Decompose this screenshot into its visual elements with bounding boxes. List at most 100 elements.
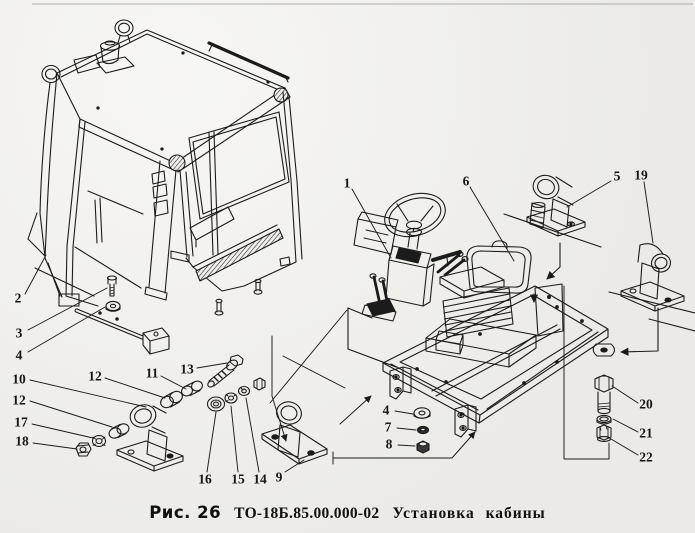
callout-10: 10 — [12, 371, 26, 387]
leader-line-3 — [27, 287, 108, 331]
callout-16: 16 — [198, 471, 212, 487]
callout-3: 3 — [15, 325, 23, 341]
roof-corner-cap — [168, 154, 186, 172]
nut-18 — [75, 442, 92, 457]
leader-line-7 — [396, 427, 417, 431]
control-levers — [361, 251, 469, 322]
bracket-5 — [503, 174, 602, 303]
seat-suspension-bellows — [442, 287, 514, 338]
bushing-12-front — [108, 423, 130, 439]
bushing-12-rear — [160, 390, 183, 409]
leader-line-9 — [284, 459, 305, 473]
shock-absorber — [529, 201, 546, 229]
mount-rod — [74, 308, 144, 340]
leader-line-19 — [643, 181, 654, 244]
small-box — [435, 330, 464, 355]
callout-13: 13 — [180, 361, 194, 377]
figure-number: Рис. 26 — [149, 503, 222, 522]
bolt-3 — [106, 275, 118, 297]
mirror-arm — [39, 82, 51, 214]
bolt-20 — [594, 374, 614, 415]
interior-panel — [189, 206, 235, 248]
column-boot — [395, 247, 422, 264]
callout-17: 17 — [14, 414, 28, 430]
figure-caption: Рис. 26 ТО-18Б.85.00.000-02 Установка ка… — [0, 503, 695, 523]
bracket-19 — [608, 243, 695, 356]
leader-line-22 — [610, 438, 639, 456]
platform-assembly — [347, 192, 616, 438]
callout-15: 15 — [231, 471, 245, 487]
mount-surface-line — [503, 213, 602, 248]
leader-line-10 — [29, 379, 147, 408]
callout-9: 9 — [275, 469, 283, 485]
callout-8: 8 — [385, 436, 393, 452]
callout-leader-lines — [24, 180, 654, 473]
instrument-panel — [353, 211, 399, 255]
leader-line-13 — [196, 362, 228, 369]
callout-11: 11 — [145, 365, 159, 381]
mount-surface-line — [608, 291, 695, 332]
seat-base-box — [425, 318, 537, 368]
cab-body — [27, 72, 303, 307]
leader-line-14 — [245, 397, 260, 473]
roof-corner-cap — [273, 87, 289, 103]
cab-roof — [56, 29, 291, 173]
spring-washer-14 — [237, 385, 251, 397]
leader-line-12 — [29, 400, 113, 428]
callout-4: 4 — [15, 347, 23, 363]
steering-column-console — [385, 227, 435, 307]
bracket-10 — [116, 404, 184, 472]
leader-line-5 — [566, 180, 612, 208]
callout-12: 12 — [12, 392, 26, 408]
figure-title: Установка кабины — [392, 505, 546, 522]
cab-assembly — [27, 19, 303, 355]
window-divider — [208, 131, 219, 256]
nut-8 — [416, 440, 430, 454]
leader-line-21 — [612, 418, 639, 433]
armrest — [431, 250, 462, 262]
leader-line-16 — [206, 411, 217, 473]
callout-7: 7 — [384, 419, 392, 435]
leader-line-1 — [351, 188, 392, 259]
washer-21 — [596, 414, 612, 425]
callout-5: 5 — [613, 168, 621, 184]
cab-mount-block — [142, 327, 170, 355]
leader-line-17 — [31, 423, 94, 439]
roof-beacon — [73, 40, 135, 74]
callout-6: 6 — [462, 173, 470, 189]
leader-line-4 — [394, 410, 414, 415]
install-arrow — [546, 242, 561, 280]
washer-15 — [224, 392, 238, 404]
steering-wheel — [384, 192, 446, 238]
bushing-11 — [181, 380, 203, 397]
washer-7 — [416, 425, 430, 435]
leader-line-15 — [230, 405, 239, 473]
leader-line-4 — [27, 306, 106, 353]
frame-lug-front-corner — [454, 404, 477, 438]
bracket-9 — [261, 401, 328, 465]
callout-19: 19 — [634, 167, 648, 183]
leader-line-2 — [24, 254, 47, 295]
washer-4-stack — [413, 407, 431, 419]
callout-18: 18 — [15, 433, 29, 449]
operator-seat — [431, 240, 532, 299]
install-arrow — [620, 307, 659, 356]
callout-21: 21 — [639, 425, 653, 441]
door-window — [188, 111, 290, 256]
frame-lug-rear-right — [592, 343, 616, 357]
right-mirror — [114, 19, 134, 44]
callout-1: 1 — [343, 175, 351, 191]
callout-4: 4 — [382, 402, 390, 418]
washer-16 — [206, 396, 226, 412]
bolt-end-hex — [253, 377, 266, 391]
rear-guard-plate — [534, 283, 564, 337]
bolt-13 — [207, 354, 244, 388]
callout-22: 22 — [639, 449, 653, 465]
callout-2: 2 — [14, 290, 22, 306]
drawing-code: ТО-18Б.85.00.000-02 — [234, 505, 380, 522]
washer-4-cab — [105, 300, 121, 312]
frame-lug-front-left — [389, 366, 412, 400]
leader-line-20 — [611, 385, 639, 404]
leader-line-18 — [32, 442, 78, 450]
roof-rail — [207, 41, 290, 83]
